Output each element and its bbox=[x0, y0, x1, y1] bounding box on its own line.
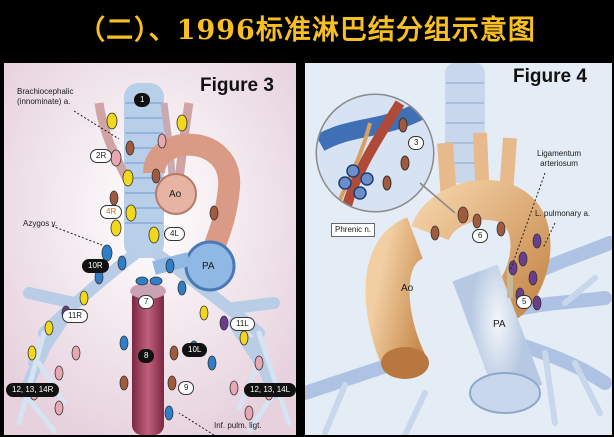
label-ao-figure3: Ao bbox=[169, 189, 182, 200]
station-10r: 10R bbox=[82, 259, 109, 273]
figure-3-title: Figure 3 bbox=[200, 75, 274, 96]
label-phrenic-nerve: Phrenic n. bbox=[331, 223, 376, 237]
aorta-figure3 bbox=[143, 133, 241, 252]
figure-4-illustration bbox=[305, 63, 612, 435]
label-pa-figure3: PA bbox=[202, 261, 215, 272]
figure-3-panel: Figure 3 Brachiocephalic (innominate) a.… bbox=[4, 63, 296, 435]
slide-title: （二）、1996标准淋巴结分组示意图 bbox=[78, 15, 536, 46]
station-4r: 4R bbox=[100, 205, 123, 219]
label-l-pulmonary-artery: L. pulmonary a. bbox=[535, 209, 591, 218]
label-pa-figure4: PA bbox=[493, 319, 506, 330]
label-ligamentum-arteriosum: Ligamentum arteriosum bbox=[537, 149, 582, 168]
station-12-13-14l: 12, 13, 14L bbox=[244, 383, 296, 397]
magnified-inset bbox=[315, 93, 456, 214]
label-azygos: Azygos v. bbox=[23, 219, 58, 228]
station-12-13-14r: 12, 13, 14R bbox=[6, 383, 60, 397]
station-3: 3 bbox=[408, 136, 425, 150]
station-11r: 11R bbox=[62, 309, 89, 323]
station-2r: 2R bbox=[90, 149, 113, 163]
station-7: 7 bbox=[138, 295, 155, 309]
label-brachiocephalic: Brachiocephalic (innominate) a. bbox=[17, 87, 74, 106]
station-4l: 4L bbox=[164, 227, 185, 241]
label-ao-figure4: Ao bbox=[401, 283, 414, 294]
station-1: 1 bbox=[134, 93, 151, 107]
station-10l: 10L bbox=[182, 343, 208, 357]
lymph-nodes-figure3 bbox=[27, 112, 274, 421]
station-11l: 11L bbox=[230, 317, 255, 331]
station-5: 5 bbox=[516, 295, 533, 309]
label-inf-pulm-ligt: Inf. pulm. ligt. bbox=[214, 421, 262, 430]
station-8: 8 bbox=[138, 349, 155, 363]
figure-4-title: Figure 4 bbox=[513, 66, 587, 87]
pulmonary-artery-figure4 bbox=[452, 264, 543, 414]
station-6: 6 bbox=[472, 229, 489, 243]
station-9: 9 bbox=[178, 381, 195, 395]
figure-3-illustration bbox=[4, 63, 296, 435]
figure-4-panel: Figure 4 Ligamentum arteriosum L. pulmon… bbox=[305, 63, 612, 435]
